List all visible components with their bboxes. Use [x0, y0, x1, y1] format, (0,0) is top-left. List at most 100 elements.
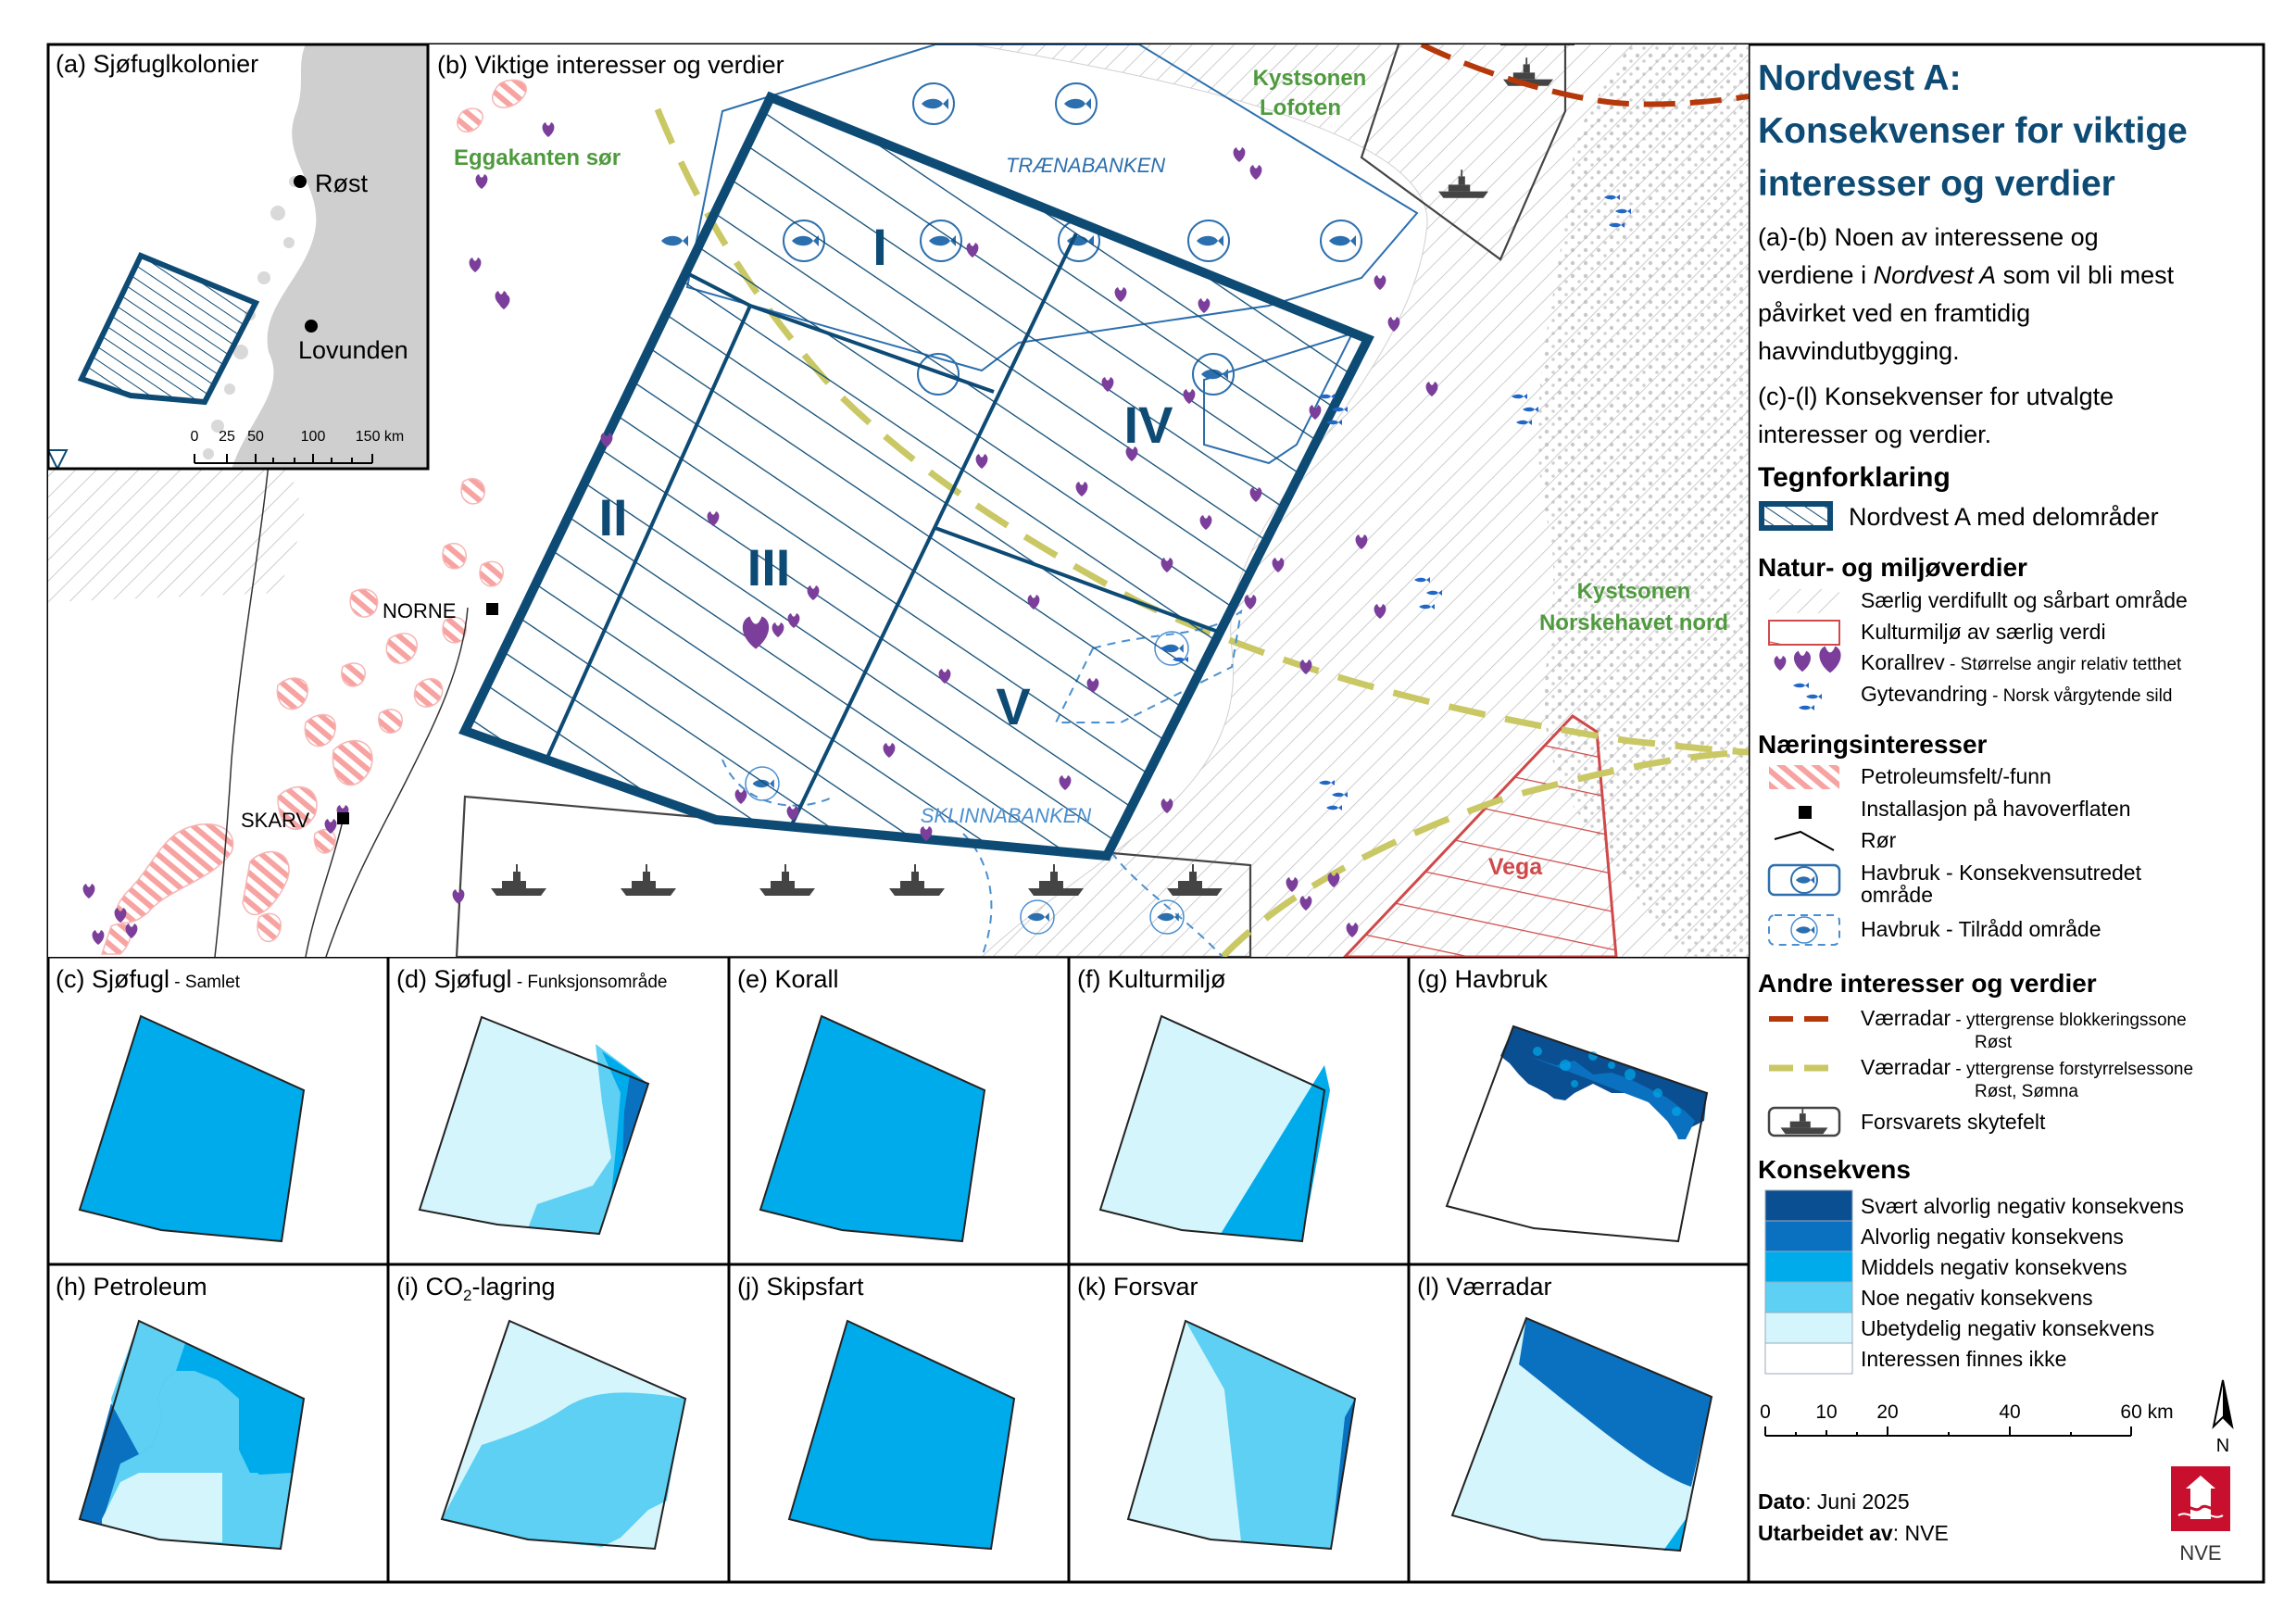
desc-cl-2: interesser og verdier.	[1758, 421, 1991, 448]
inset-scale-0: 0	[191, 429, 199, 445]
panel-g-title: (g) Havbruk	[1417, 965, 1549, 993]
legend-coral-icons	[1774, 646, 1841, 673]
konsekvens-swatch-1	[1764, 1220, 1853, 1252]
andre-item-1: Værradar - yttergrense forstyrrelsessone	[1861, 1055, 2193, 1079]
panel-h-title: (h) Petroleum	[56, 1273, 207, 1301]
andre-item-2: Forsvarets skytefelt	[1861, 1110, 2046, 1134]
legend-scalebar	[1764, 1426, 2132, 1437]
nve-logo-text: NVE	[2179, 1541, 2221, 1564]
north-label: N	[2216, 1436, 2229, 1456]
desc-ab-1: (a)-(b) Noen av interessene og	[1758, 223, 2099, 251]
desc-ab-4: havvindutbygging.	[1758, 337, 1960, 365]
place-dot-rost	[294, 175, 307, 188]
installation-skarv	[337, 812, 349, 824]
nve-logo	[2171, 1466, 2230, 1531]
naering-item-2: Rør	[1861, 828, 1897, 852]
konsekvens-label-5: Interessen finnes ikke	[1861, 1347, 2066, 1371]
subarea-I: I	[872, 218, 887, 276]
konsekvens-swatch-5	[1764, 1342, 1853, 1375]
inset-scale-50: 50	[247, 429, 264, 445]
scale-0: 0	[1760, 1401, 1771, 1423]
konsekvens-swatch-3	[1764, 1281, 1853, 1313]
panel-e-map	[759, 1014, 986, 1243]
natur-item-0: Særlig verdifullt og sårbart område	[1861, 588, 2188, 612]
legend-title-3: interesser og verdier	[1758, 164, 2115, 204]
place-dot-lovunden	[305, 320, 318, 333]
desc-ab-2: verdiene i Nordvest A som vil bli mest	[1758, 261, 2175, 289]
subarea-II: II	[598, 488, 627, 547]
place-lovunden: Lovunden	[298, 336, 408, 364]
radar-disturb-line	[654, 107, 1749, 957]
culture-area-vega	[1342, 714, 1618, 957]
legend-herring-icons	[1793, 683, 1822, 710]
inset-scale-25: 25	[219, 429, 235, 445]
label-norne: NORNE	[383, 599, 456, 622]
panel-c-title: (c) Sjøfugl - Samlet	[56, 965, 241, 993]
inset-scale-100: 100	[301, 429, 326, 445]
panel-e-title: (e) Korall	[737, 965, 839, 993]
andre-item-0: Værradar - yttergrense blokkeringssone	[1861, 1006, 2187, 1030]
panel-i-title: (i) CO2-lagring	[396, 1273, 556, 1304]
konsekvens-label-2: Middels negativ konsekvens	[1861, 1255, 2127, 1279]
natur-item-3: Gytevandring - Norsk vårgytende sild	[1861, 682, 2172, 706]
place-rost: Røst	[315, 170, 368, 197]
label-vega: Vega	[1488, 854, 1543, 880]
panel-k-map	[1126, 1319, 1357, 1551]
installation-norne	[486, 603, 498, 615]
panel-d-map	[418, 1015, 650, 1236]
legend: Nordvest A: Konsekvenser for viktige int…	[1758, 58, 2234, 1564]
desc-ab-3: påvirket ved en framtidig	[1758, 299, 2030, 327]
date-line: Dato: Juni 2025	[1758, 1489, 1910, 1514]
naering-item-3b: område	[1861, 883, 1933, 907]
legend-pipe-icon	[1774, 830, 1835, 851]
legend-heading: Tegnforklaring	[1758, 462, 1951, 493]
panel-d-title: (d) Sjøfugl - Funksjonsområde	[396, 965, 667, 993]
pipelines	[214, 462, 469, 957]
konsekvens-label-4: Ubetydelig negativ konsekvens	[1861, 1316, 2154, 1340]
konsekvens-label-3: Noe negativ konsekvens	[1861, 1286, 2093, 1310]
desc-cl-1: (c)-(l) Konsekvenser for utvalgte	[1758, 383, 2114, 410]
panel-h-map	[78, 1319, 306, 1551]
label-kyst-nord-2: Norskehavet nord	[1539, 610, 1728, 635]
label-skarv: SKARV	[241, 809, 310, 832]
panel-j-map	[787, 1319, 1016, 1551]
label-kyst-nord-1: Kystsonen	[1577, 579, 1691, 604]
label-sklinnabanken: SKLINNABANKEN	[921, 804, 1092, 827]
subarea-IV: IV	[1124, 396, 1173, 454]
label-kyst-lofoten-1: Kystsonen	[1253, 66, 1367, 91]
panel-i-map	[440, 1319, 687, 1551]
label-eggakanten: Eggakanten sør	[454, 145, 621, 170]
scale-40: 40	[1999, 1401, 2020, 1423]
panel-b-title: (b) Viktige interesser og verdier	[437, 51, 784, 79]
konsekvens-heading: Konsekvens	[1758, 1155, 1911, 1184]
panel-l-map	[1450, 1316, 1713, 1552]
author-line: Utarbeidet av: NVE	[1758, 1521, 1949, 1545]
panel-f-title: (f) Kulturmiljø	[1077, 965, 1226, 993]
legend-aquaculture-rec-icon	[1768, 914, 1840, 946]
panel-g-map	[1445, 1024, 1709, 1243]
sensitive-area-west	[48, 435, 306, 602]
andre-heading: Andre interesser og verdier	[1758, 969, 2097, 998]
panel-l-title: (l) Værradar	[1417, 1273, 1552, 1301]
panel-c-map	[78, 1014, 306, 1243]
consequence-panels: (c) Sjøfugl - Samlet (d) Sjøfugl - Funks…	[48, 957, 1749, 1582]
naering-heading: Næringsinteresser	[1758, 730, 1988, 759]
natur-heading: Natur- og miljøverdier	[1758, 553, 2027, 582]
petroleum-fields	[100, 79, 527, 955]
label-kyst-lofoten-2: Lofoten	[1260, 95, 1341, 120]
subarea-III: III	[747, 538, 791, 597]
scale-60: 60 km	[2120, 1401, 2173, 1423]
subarea-V: V	[996, 677, 1030, 735]
inset-map: (a) Sjøfuglkolonier Røst Lovunden 0 25 5…	[46, 43, 430, 471]
legend-nordvest-swatch	[1759, 501, 1833, 531]
naering-item-0: Petroleumsfelt/-funn	[1861, 764, 2051, 788]
label-traenabanken: TRÆNABANKEN	[1006, 154, 1165, 177]
naering-item-3: Havbruk - Konsekvensutredet	[1861, 861, 2142, 885]
legend-title-1: Nordvest A:	[1758, 58, 1962, 98]
legend-installation-icon	[1799, 806, 1812, 819]
konsekvens-label-1: Alvorlig negativ konsekvens	[1861, 1225, 2124, 1249]
natur-item-1: Kulturmiljø av særlig verdi	[1861, 620, 2106, 644]
konsekvens-swatch-2	[1764, 1250, 1853, 1283]
panel-f-map	[1098, 1014, 1330, 1243]
